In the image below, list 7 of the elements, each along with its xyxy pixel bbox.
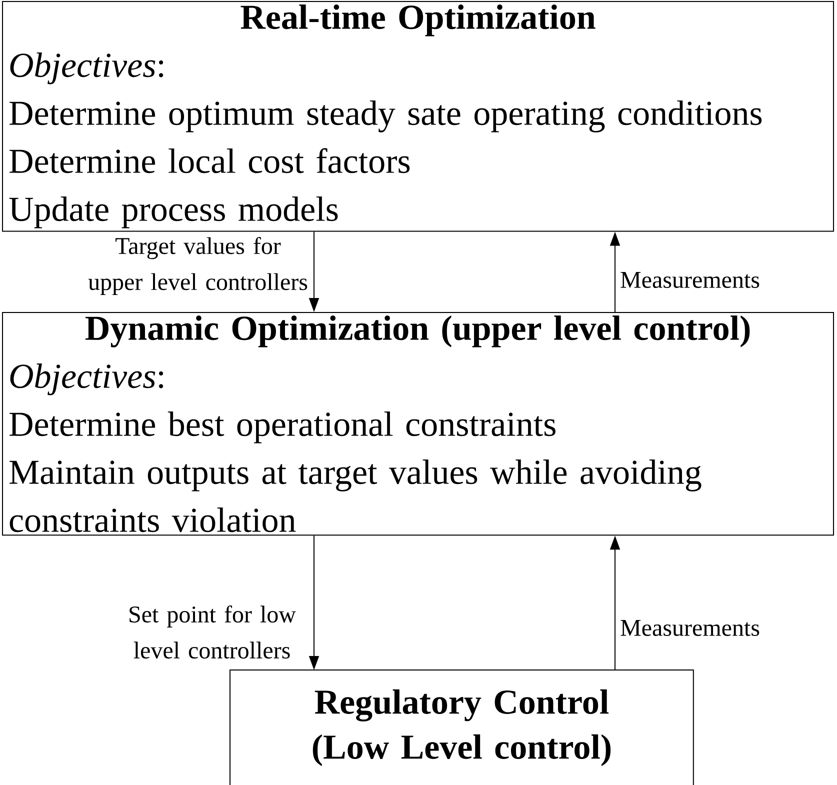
control-box: Regulatory Control (Low Level control) <box>230 670 694 785</box>
objectives-box: Dynamic Optimization (upper level control) Objectives: Determine best operational constraints Maintain outputs at target values while avoiding constraints violation <box>2 312 834 536</box>
edge-label: Measurements <box>620 272 760 288</box>
edge-label: Set point for low level controllers <box>130 605 296 659</box>
edge-label: Measurements <box>620 620 760 636</box>
edge-label: Target values for upper level controllers <box>88 237 308 296</box>
objectives-box: Real-time Optimization Objectives: Determine optimum steady sate operating conditions Determine local cost factors Update process models <box>2 1 834 232</box>
